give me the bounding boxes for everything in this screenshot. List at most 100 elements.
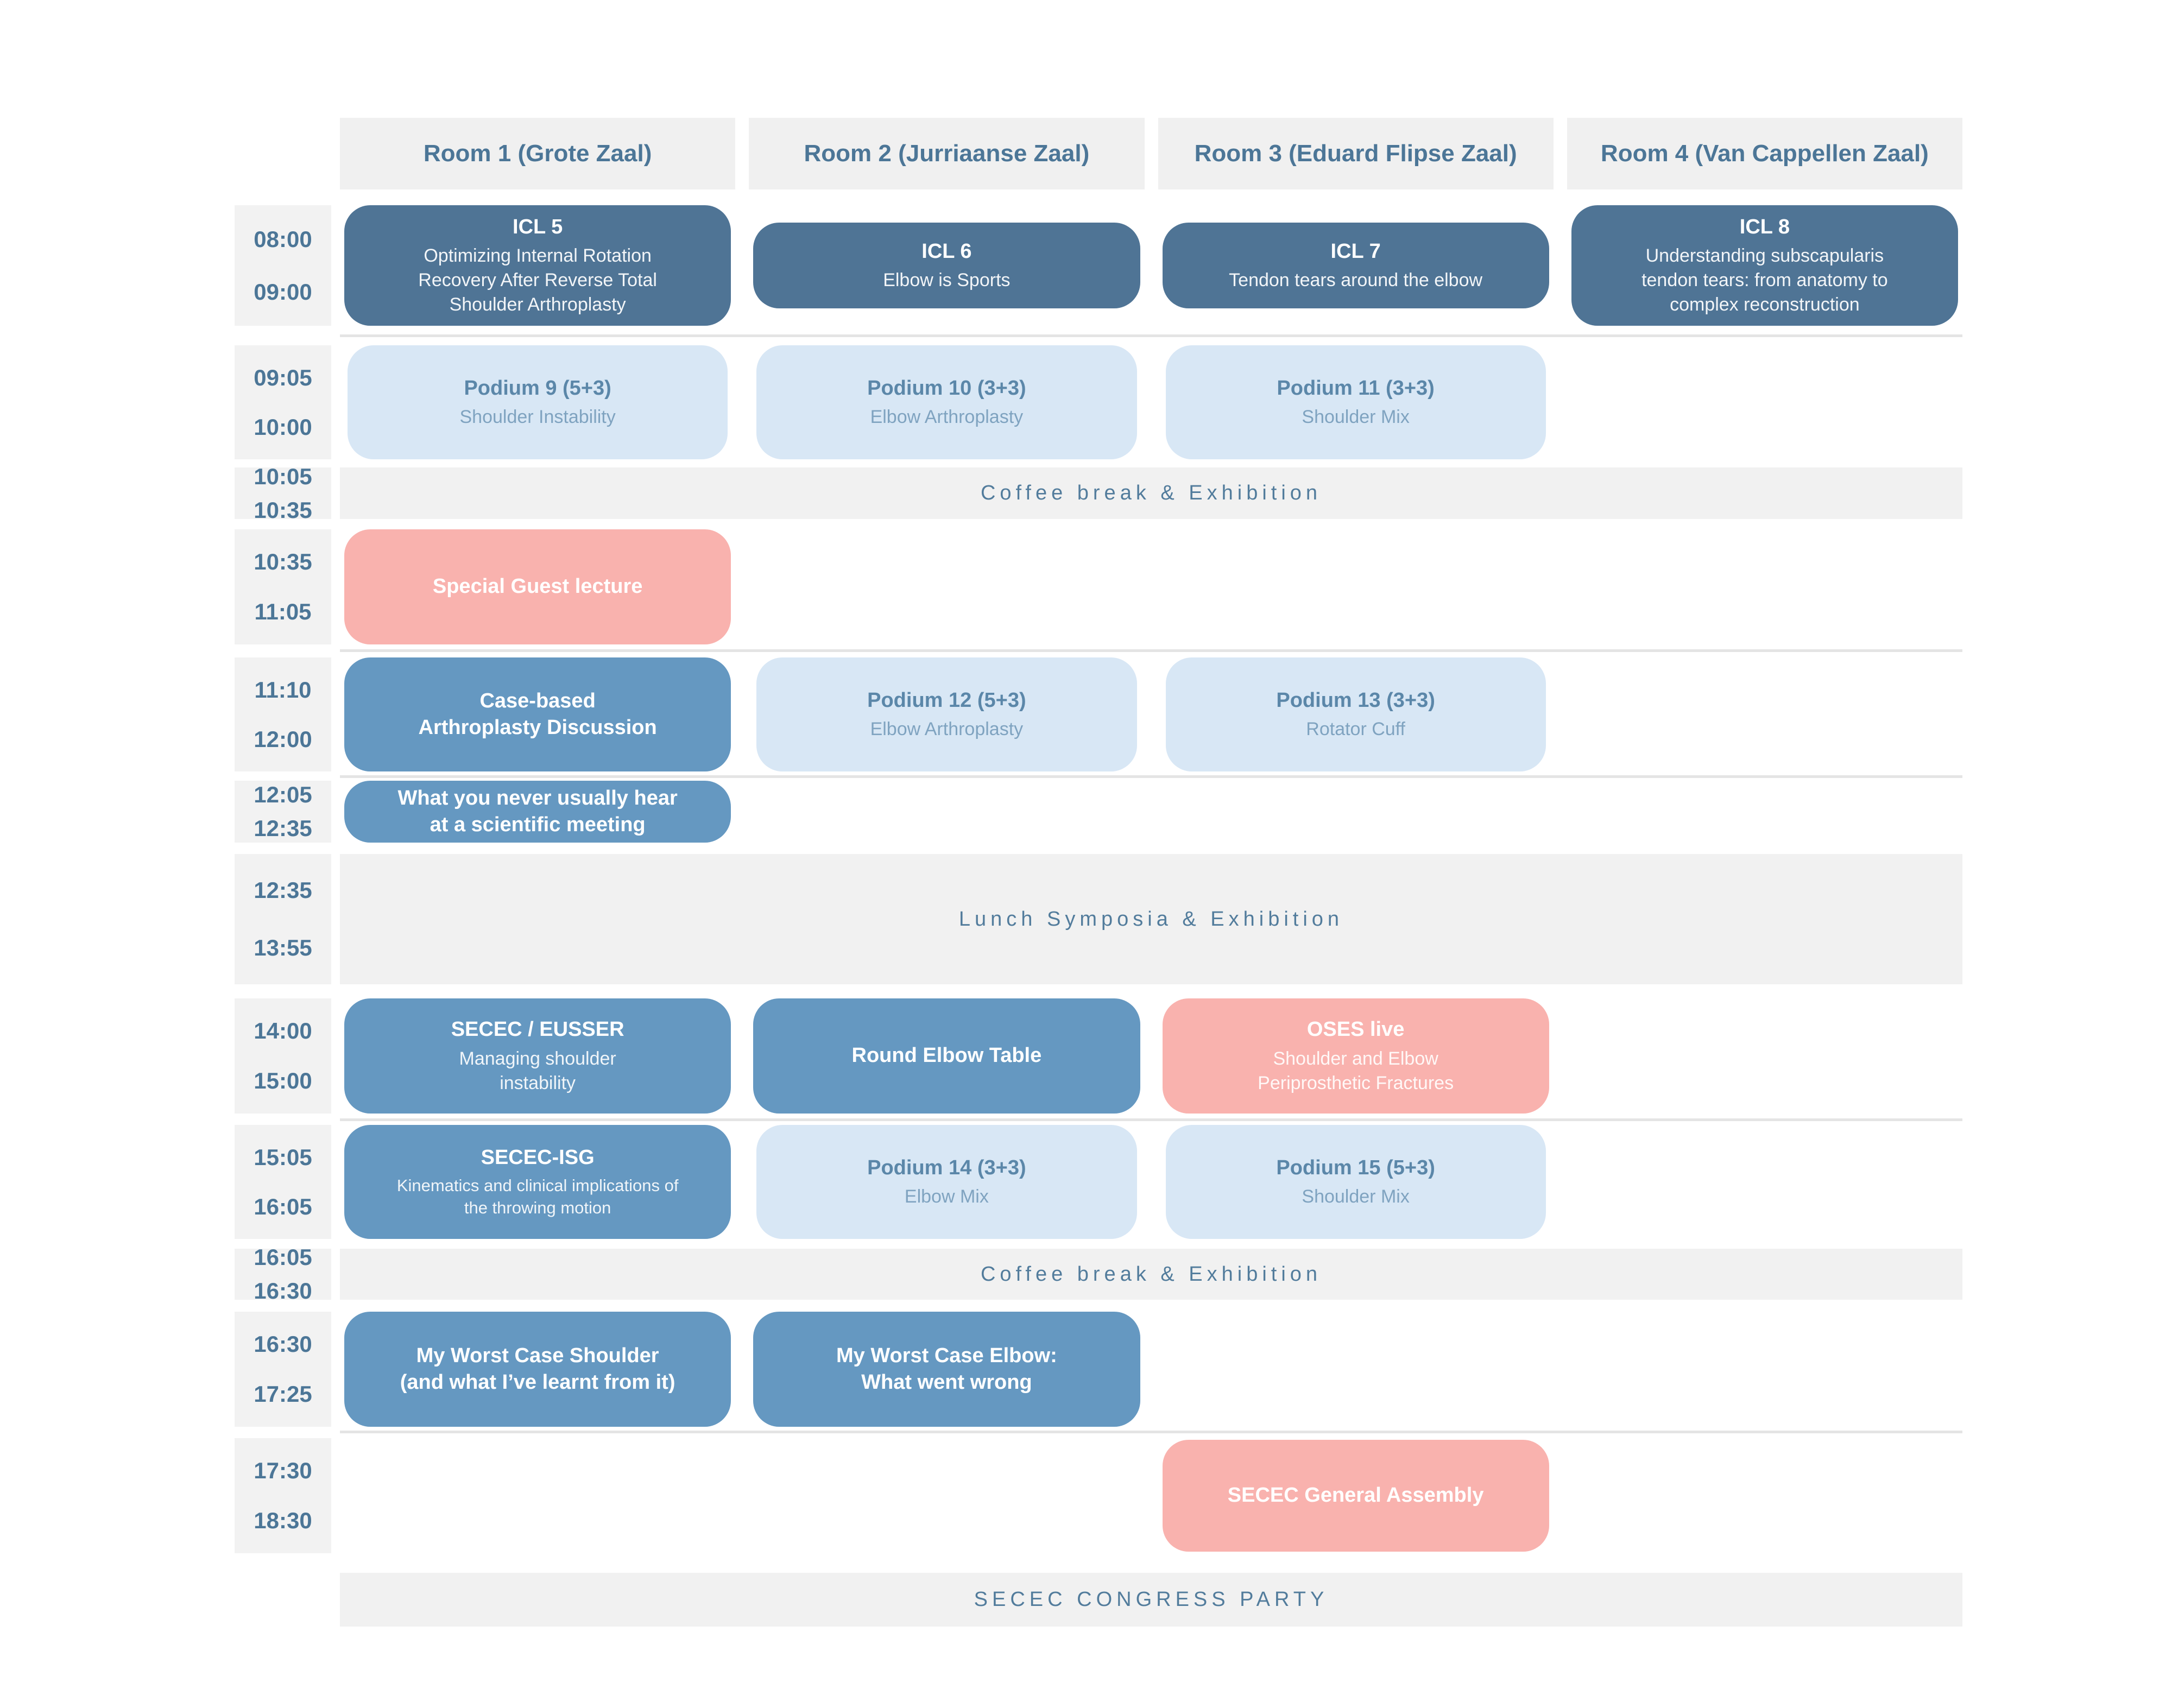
- event-title: Podium 11 (3+3): [1277, 376, 1435, 400]
- time-start: 16:30: [254, 1331, 312, 1357]
- time-start: 15:05: [254, 1144, 312, 1170]
- time-start: 11:10: [254, 676, 312, 703]
- time-end: 17:25: [254, 1381, 312, 1407]
- event-title: My Worst Case Elbow: What went wrong: [836, 1344, 1057, 1394]
- event-round-elbow-table: Round Elbow Table: [753, 998, 1140, 1114]
- schedule-row-afternoon-2: SECEC-ISG Kinematics and clinical implica…: [340, 1125, 1962, 1239]
- row-divider: [340, 1118, 1962, 1121]
- event-subtitle: Elbow Arthroplasty: [870, 719, 1024, 740]
- time-end: 18:30: [254, 1508, 312, 1533]
- time-end: 11:05: [254, 599, 312, 624]
- row-divider: [340, 775, 1962, 778]
- event-subtitle: Kinematics and clinical implications of …: [396, 1175, 679, 1217]
- time-end: 13:55: [254, 935, 312, 960]
- event-title: ICL 8: [1739, 215, 1790, 238]
- schedule-row-guest-lecture: Special Guest lecture: [340, 529, 1962, 644]
- time-start: 12:05: [254, 782, 312, 807]
- band-label: Lunch Symposia & Exhibition: [958, 907, 1344, 931]
- event-secec-eusser: SECEC / EUSSER Managing shoulder instabil…: [344, 998, 731, 1114]
- band-label: SECEC CONGRESS PARTY: [974, 1588, 1329, 1611]
- time-end: 15:00: [254, 1068, 312, 1093]
- event-subtitle: Understanding subscapularis tendon tears…: [1641, 245, 1888, 315]
- event-title: Podium 14 (3+3): [867, 1156, 1026, 1179]
- event-subtitle: Shoulder Mix: [1302, 1186, 1410, 1207]
- room-header-4: Room 4 (Van Cappellen Zaal): [1567, 118, 1962, 189]
- event-special-guest-lecture: Special Guest lecture: [344, 529, 731, 644]
- event-secec-isg: SECEC-ISG Kinematics and clinical implica…: [344, 1125, 731, 1239]
- event-case-based-arthroplasty-discussion: Case-based Arthroplasty Discussion: [344, 657, 731, 771]
- band-lunch: Lunch Symposia & Exhibition: [340, 854, 1962, 984]
- event-podium-15: Podium 15 (5+3) Shoulder Mix: [1165, 1125, 1546, 1239]
- time-slot-guest-lecture: 10:35 11:05: [235, 529, 331, 644]
- time-end: 10:00: [254, 414, 312, 440]
- time-slot-worst-case: 16:30 17:25: [235, 1312, 331, 1427]
- time-end: 09:00: [254, 279, 312, 305]
- room-header-row: Room 1 (Grote Zaal)Room 2 (Jurriaanse Za…: [340, 118, 1962, 189]
- event-podium-10: Podium 10 (3+3) Elbow Arthroplasty: [756, 345, 1137, 459]
- band-coffee-2: Coffee break & Exhibition: [340, 1249, 1962, 1300]
- event-title: ICL 6: [921, 239, 972, 263]
- event-subtitle: Managing shoulder instability: [459, 1048, 616, 1093]
- event-title: Podium 15 (5+3): [1276, 1156, 1435, 1179]
- time-start: 10:35: [254, 549, 312, 574]
- event-title: ICL 5: [513, 215, 563, 238]
- event-title: SECEC-ISG: [481, 1146, 595, 1169]
- event-subtitle: Shoulder Instability: [459, 407, 616, 428]
- time-start: 16:05: [254, 1244, 312, 1270]
- band-label: Coffee break & Exhibition: [980, 1262, 1322, 1286]
- room-header-3: Room 3 (Eduard Flipse Zaal): [1158, 118, 1554, 189]
- schedule-row-afternoon-1: SECEC / EUSSER Managing shoulder instabil…: [340, 998, 1962, 1114]
- event-subtitle: Shoulder and Elbow Periprosthetic Fractu…: [1258, 1048, 1454, 1093]
- event-title: My Worst Case Shoulder (and what I’ve le…: [400, 1344, 675, 1394]
- event-subtitle: Elbow Arthroplasty: [870, 407, 1024, 428]
- time-slot-afternoon-2: 15:05 16:05: [235, 1125, 331, 1239]
- event-title: SECEC / EUSSER: [451, 1018, 624, 1041]
- event-title: Special Guest lecture: [432, 575, 643, 598]
- event-my-worst-case-shoulder: My Worst Case Shoulder (and what I’ve le…: [344, 1312, 731, 1427]
- time-start: 10:05: [254, 463, 312, 489]
- room-header-2: Room 2 (Jurriaanse Zaal): [749, 118, 1145, 189]
- event-title: Case-based Arthroplasty Discussion: [418, 689, 657, 739]
- event-subtitle: Elbow Mix: [904, 1186, 989, 1207]
- time-slot-lunch: 12:35 13:55: [235, 854, 331, 984]
- event-podium-13: Podium 13 (3+3) Rotator Cuff: [1165, 657, 1546, 771]
- event-my-worst-case-elbow: My Worst Case Elbow: What went wrong: [753, 1312, 1140, 1427]
- schedule-row-worst-case: My Worst Case Shoulder (and what I’ve le…: [340, 1312, 1962, 1427]
- row-divider: [340, 649, 1962, 652]
- event-title: Podium 9 (5+3): [464, 376, 611, 400]
- event-what-you-never-usually-hear: What you never usually hear at a scienti…: [344, 781, 731, 843]
- event-title: Podium 10 (3+3): [867, 376, 1026, 400]
- time-end: 16:30: [254, 1278, 312, 1304]
- event-title: Podium 13 (3+3): [1276, 688, 1435, 712]
- time-end: 16:05: [254, 1193, 312, 1219]
- time-start: 12:35: [254, 877, 312, 903]
- event-subtitle: Rotator Cuff: [1306, 719, 1405, 740]
- row-divider: [340, 1431, 1962, 1433]
- schedule-row-general-assembly: SECEC General Assembly: [340, 1438, 1962, 1553]
- event-subtitle: Tendon tears around the elbow: [1229, 270, 1483, 291]
- event-podium-9: Podium 9 (5+3) Shoulder Instability: [348, 345, 728, 459]
- event-title: ICL 7: [1330, 239, 1381, 263]
- time-start: 08:00: [254, 226, 312, 252]
- time-slot-general-assembly: 17:30 18:30: [235, 1438, 331, 1553]
- schedule-row-midday-talk: What you never usually hear at a scienti…: [340, 781, 1962, 843]
- time-start: 17:30: [254, 1458, 312, 1483]
- event-title: Podium 12 (5+3): [867, 688, 1026, 712]
- event-title: SECEC General Assembly: [1227, 1484, 1484, 1507]
- event-secec-general-assembly: SECEC General Assembly: [1162, 1440, 1549, 1552]
- event-icl-8: ICL 8 Understanding subscapularis tendon …: [1571, 205, 1958, 326]
- event-podium-11: Podium 11 (3+3)Shoulder Mix: [1165, 345, 1546, 459]
- band-coffee-1: Coffee break & Exhibition: [340, 467, 1962, 519]
- event-title: What you never usually hear at a scienti…: [397, 786, 678, 836]
- band-label: Coffee break & Exhibition: [980, 482, 1322, 504]
